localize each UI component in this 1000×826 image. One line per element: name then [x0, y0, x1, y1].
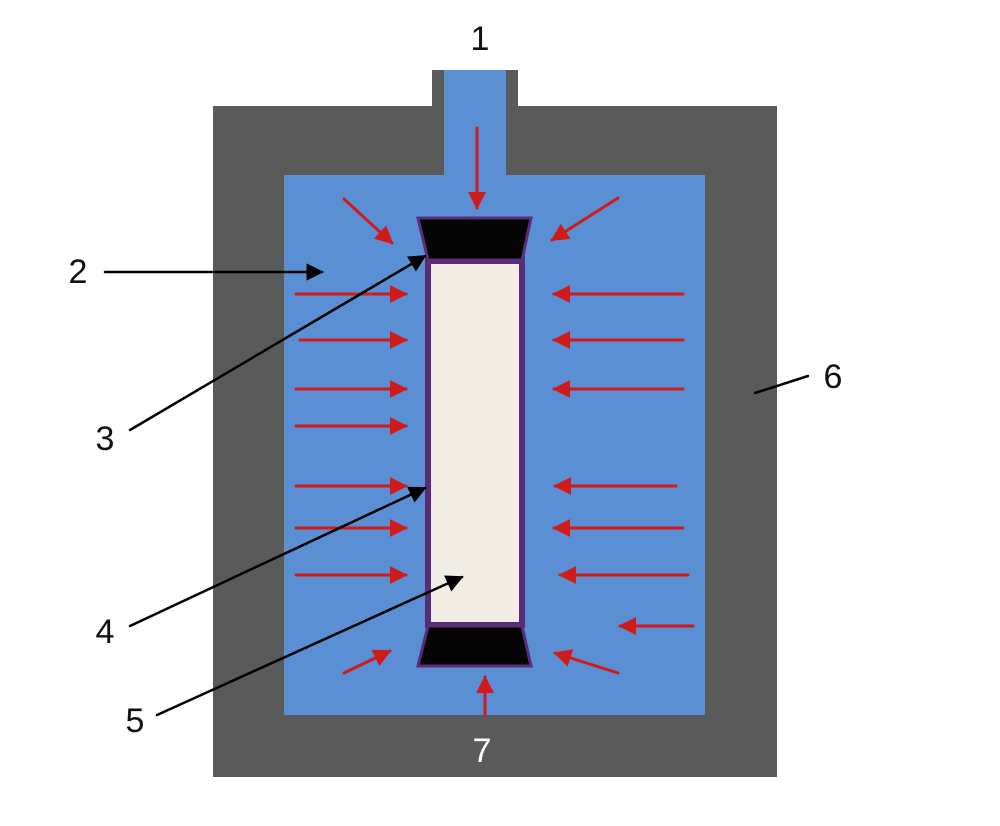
- pressure-arrow-diag-bottom-right: [553, 649, 620, 675]
- leader-line-3: [128, 254, 427, 432]
- callout-label-6: 6: [824, 358, 843, 396]
- pressure-arrow-diag-top-left: [342, 197, 394, 245]
- callout-label-7: 7: [473, 732, 492, 770]
- inlet-channel: [444, 70, 506, 180]
- leader-lines: [103, 254, 810, 717]
- callout-label-2: 2: [69, 253, 88, 291]
- callout-label-3: 3: [96, 420, 115, 458]
- callout-label-1: 1: [471, 20, 490, 58]
- pressure-arrow-diag-bottom-left: [342, 649, 392, 675]
- callout-label-4: 4: [96, 613, 115, 651]
- callout-label-5: 5: [126, 702, 145, 740]
- sample: [431, 264, 519, 622]
- pressure-arrows: [294, 126, 695, 717]
- pressure-arrow-diag-top-right: [550, 196, 620, 242]
- leader-line-5: [155, 575, 464, 717]
- bottom-end-cap: [416, 624, 533, 668]
- leader-line-6: [753, 374, 810, 395]
- top-end-cap: [416, 216, 533, 262]
- leader-line-4: [128, 486, 427, 628]
